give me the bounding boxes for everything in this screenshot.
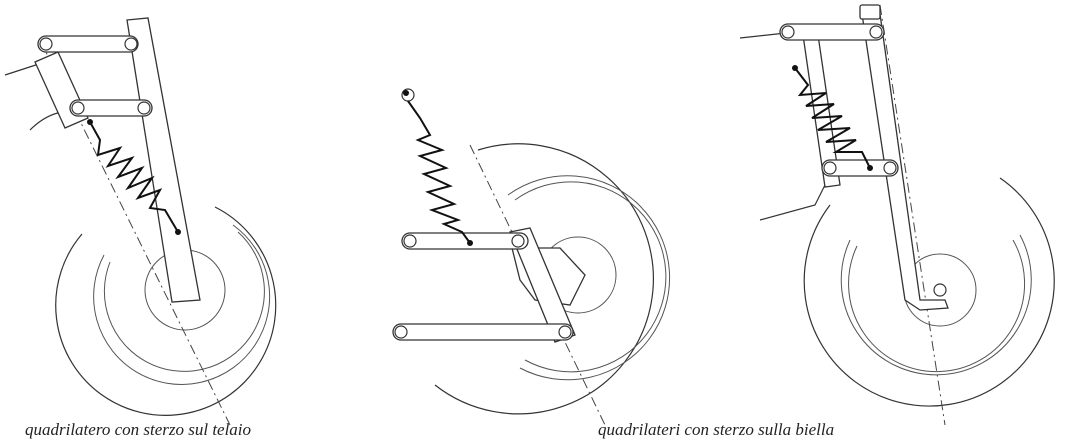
middle-upright — [509, 227, 576, 343]
right-spring — [792, 65, 873, 171]
left-steering-axis — [39, 39, 231, 426]
left-spring — [87, 119, 181, 235]
left-lower-link — [69, 99, 153, 117]
right-upper-link — [779, 23, 885, 41]
right-steering-axis — [879, 4, 946, 426]
right-frame-line-bottom — [759, 174, 831, 221]
right-fork-tube — [861, 13, 949, 311]
middle-spring — [401, 88, 473, 246]
left-mechanism — [4, 17, 277, 426]
middle-mechanism — [392, 88, 671, 426]
right-mechanism — [739, 4, 1055, 426]
middle-upper-link — [401, 232, 529, 250]
frame-line-bottom — [29, 111, 63, 131]
caption-right: quadrilateri con sterzo sulla biella — [598, 420, 835, 439]
left-upper-link — [37, 35, 139, 53]
middle-lower-link — [392, 323, 574, 341]
left-fork-leg — [126, 17, 201, 303]
right-wheel — [803, 177, 1055, 407]
caption-left: quadrilatero con sterzo sul telaio — [25, 420, 252, 439]
right-lower-link — [821, 159, 899, 177]
